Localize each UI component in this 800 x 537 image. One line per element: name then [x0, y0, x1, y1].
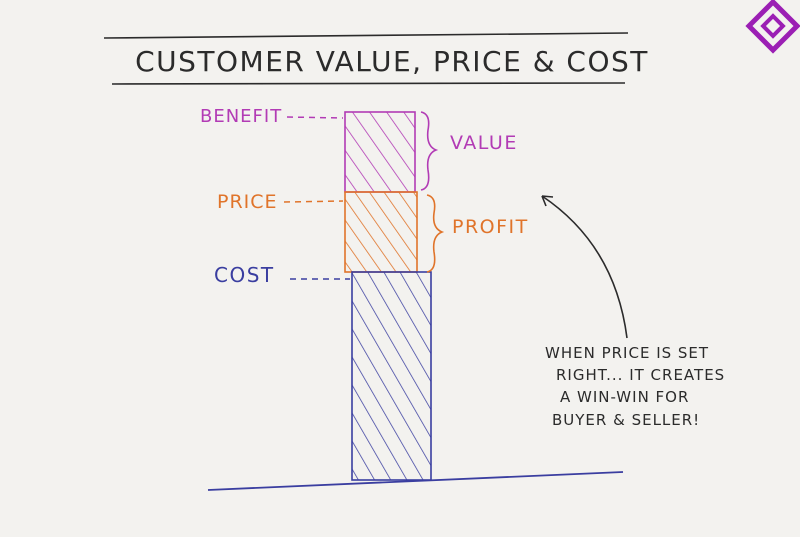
annotation-line: BUYER & SELLER! — [552, 411, 700, 429]
annotation-line: WHEN PRICE IS SET — [545, 344, 709, 362]
profit-segment — [344, 191, 418, 273]
value-segment — [344, 111, 416, 193]
annotation-text: WHEN PRICE IS SET RIGHT... IT CREATES A … — [545, 344, 725, 429]
baseline — [207, 471, 624, 491]
profit-bracket — [426, 194, 445, 273]
title-top-line — [103, 32, 629, 39]
benefit-label: BENEFIT — [200, 106, 282, 127]
title-bottom-line — [111, 82, 626, 85]
value-label: VALUE — [450, 132, 518, 154]
annotation-line: RIGHT... IT CREATES — [556, 366, 725, 384]
cost-segment — [351, 271, 432, 481]
benefit-leader — [286, 116, 344, 119]
diamond-logo-icon — [745, 0, 800, 54]
annotation-line: A WIN-WIN FOR — [560, 388, 689, 406]
value-bracket — [420, 111, 439, 191]
price-leader — [283, 200, 344, 203]
price-label: PRICE — [217, 191, 278, 213]
cost-label: COST — [214, 263, 275, 287]
annotation-arrow — [541, 195, 628, 339]
page-title: CUSTOMER VALUE, PRICE & COST — [135, 45, 649, 78]
arrow-head-icon — [541, 195, 554, 207]
profit-label: PROFIT — [452, 216, 529, 238]
